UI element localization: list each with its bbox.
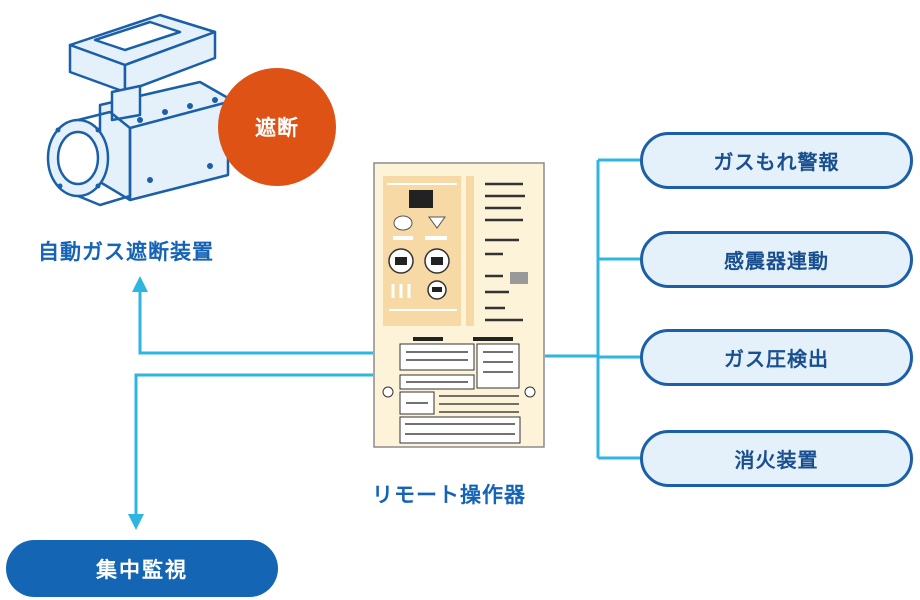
input-seismic-sensor: 感震器連動 [640,231,913,288]
arrow-up-icon [132,276,148,292]
arrow-down-icon [128,514,144,530]
shutoff-badge: 遮断 [218,68,336,186]
input-gas-leak-alarm: ガスもれ警報 [640,132,913,189]
remote-control-panel-icon [373,162,545,448]
remote-label: リモート操作器 [372,483,526,507]
connector-group [134,158,640,518]
connector-to-monitor [134,373,373,518]
gas-shutoff-valve-icon [46,13,230,207]
input-gas-pressure-detection: ガス圧検出 [640,329,913,386]
central-monitoring: 集中監視 [6,540,278,597]
valve-label: 自動ガス遮断装置 [38,240,214,264]
input-fire-extinguisher: 消火装置 [640,430,913,487]
connector-to-valve [138,290,373,355]
